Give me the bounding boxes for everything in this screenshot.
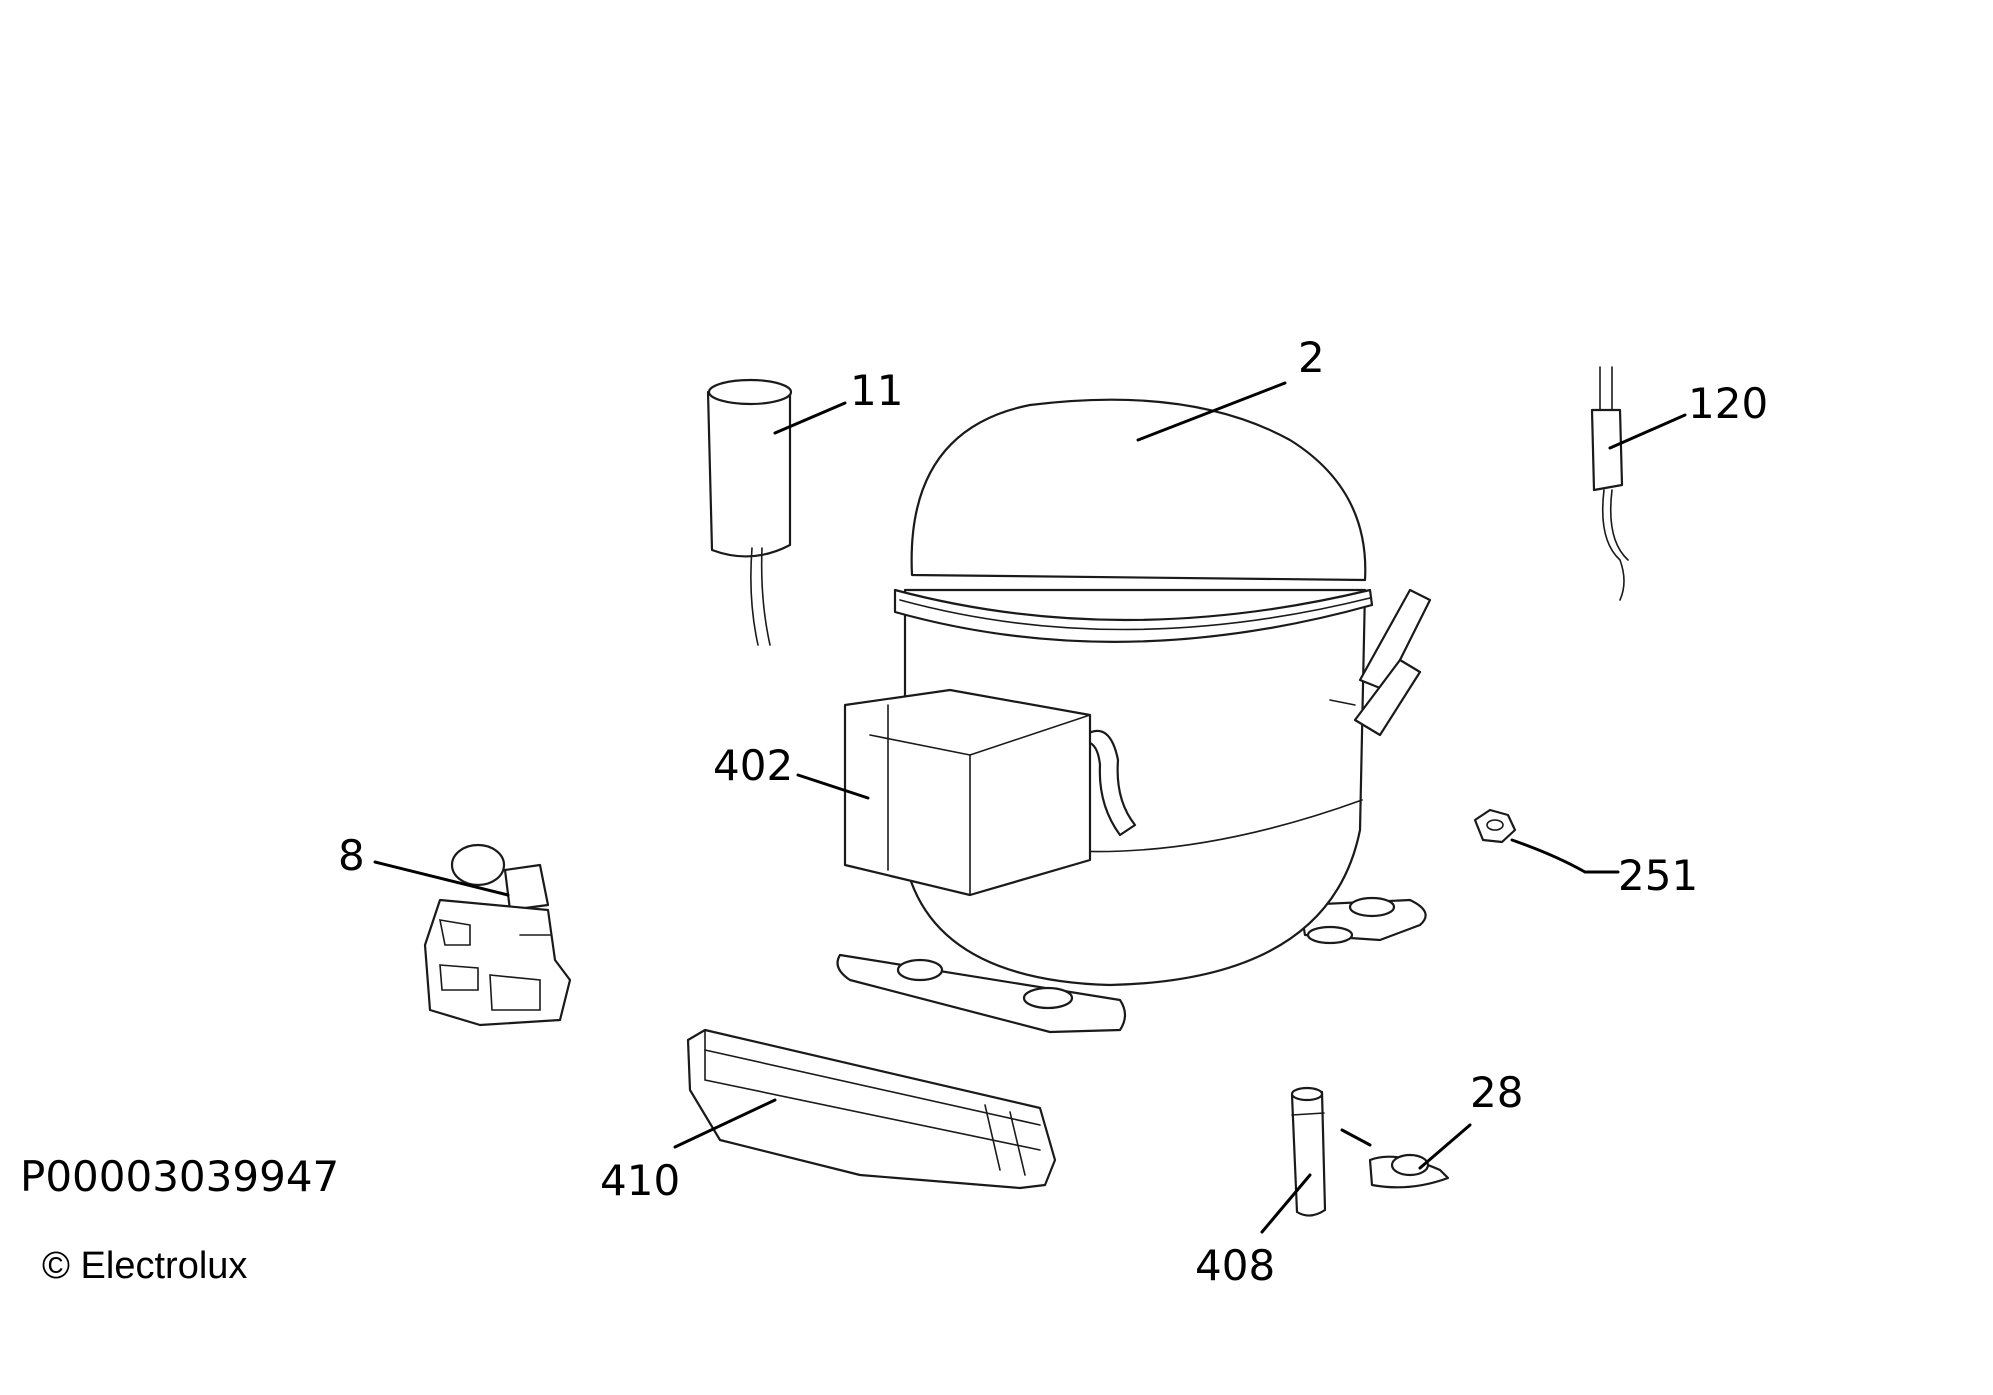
leader-lines bbox=[373, 381, 1687, 1234]
overload-protector-part bbox=[423, 843, 572, 1027]
copyright-notice: © Electrolux bbox=[42, 1245, 248, 1287]
compressor-part bbox=[836, 398, 1432, 1034]
capacitor-part bbox=[706, 378, 793, 646]
callout-251: 251 bbox=[1618, 851, 1698, 900]
callout-408: 408 bbox=[1195, 1241, 1275, 1290]
callout-2: 2 bbox=[1298, 333, 1325, 382]
nut-part bbox=[1473, 808, 1517, 844]
valve-part bbox=[1290, 1086, 1327, 1217]
callout-8: 8 bbox=[338, 831, 365, 880]
callout-410: 410 bbox=[600, 1156, 680, 1205]
callout-402: 402 bbox=[713, 741, 793, 790]
callout-120: 120 bbox=[1688, 379, 1768, 428]
relay-cover-part bbox=[686, 1028, 1057, 1190]
terminal-box-part bbox=[843, 688, 1092, 897]
callout-28: 28 bbox=[1470, 1068, 1523, 1117]
callout-11: 11 bbox=[850, 366, 903, 415]
diagram-reference-number: P00003039947 bbox=[20, 1152, 340, 1201]
thermal-fuse-part bbox=[1590, 366, 1629, 601]
cap-part bbox=[1368, 1153, 1450, 1189]
